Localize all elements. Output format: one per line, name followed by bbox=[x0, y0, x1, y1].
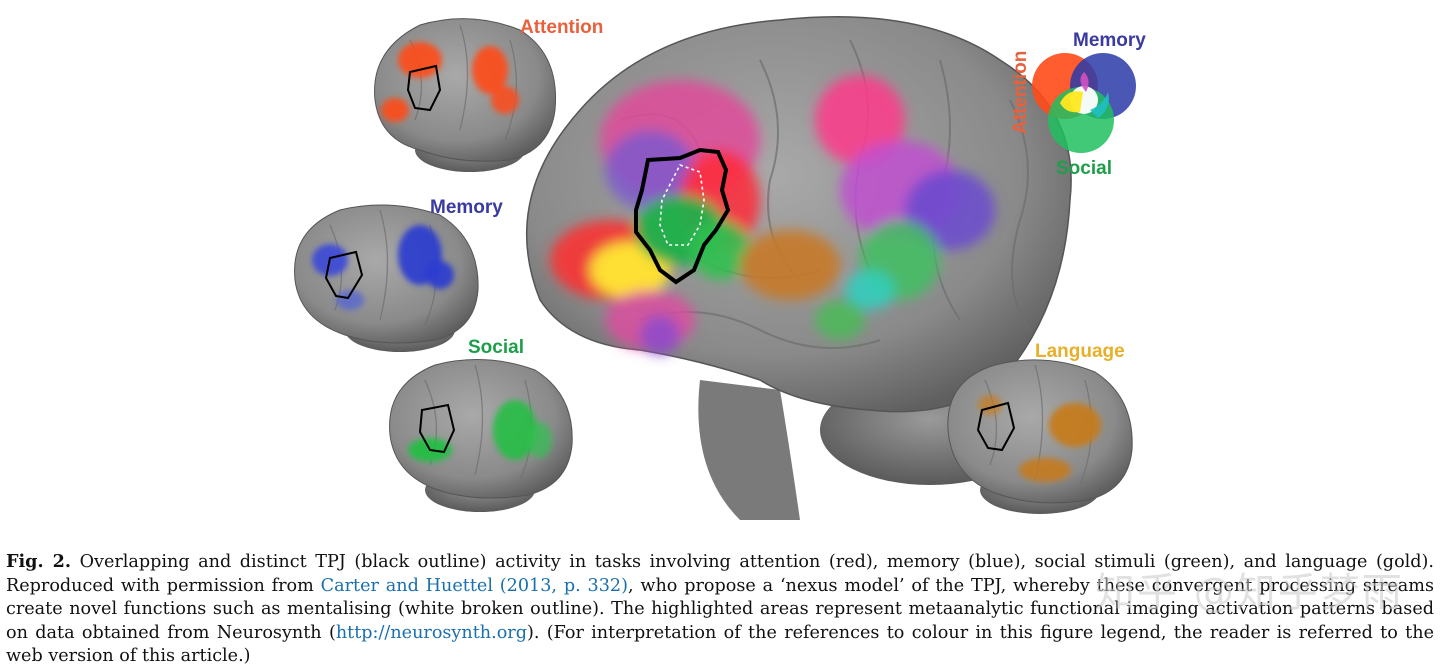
caption-lead: Fig. 2. bbox=[6, 551, 72, 572]
brain-figure: Attention Memory Social Language Memory … bbox=[294, 16, 1146, 520]
venn-label-attention: Attention bbox=[1010, 51, 1031, 134]
venn-label-social: Social bbox=[1056, 158, 1112, 179]
mentalising-outline bbox=[659, 164, 705, 246]
tpj-outline bbox=[634, 147, 731, 285]
main-brainstem bbox=[698, 380, 800, 520]
label-social: Social bbox=[468, 337, 524, 358]
language-brain bbox=[947, 359, 1133, 514]
memory-brain bbox=[294, 204, 479, 352]
citation-link[interactable]: Carter and Huettel (2013, p. 332) bbox=[320, 575, 628, 596]
caption-text-2: , who propose a ‘nexus model’ of the TPJ… bbox=[6, 575, 1434, 643]
label-language: Language bbox=[1035, 341, 1125, 362]
caption-text-1: Overlapping and distinct TPJ (black outl… bbox=[6, 552, 1435, 596]
social-brain bbox=[389, 359, 573, 512]
venn-diagram bbox=[1032, 53, 1136, 153]
venn-label-memory: Memory bbox=[1073, 30, 1146, 51]
label-memory: Memory bbox=[430, 197, 503, 218]
figure-caption: Fig. 2. Overlapping and distinct TPJ (bl… bbox=[6, 550, 1434, 669]
attention-brain bbox=[374, 18, 557, 172]
neurosynth-link[interactable]: http://neurosynth.org bbox=[335, 622, 527, 643]
label-attention: Attention bbox=[520, 17, 603, 38]
main-brain bbox=[525, 16, 1072, 520]
